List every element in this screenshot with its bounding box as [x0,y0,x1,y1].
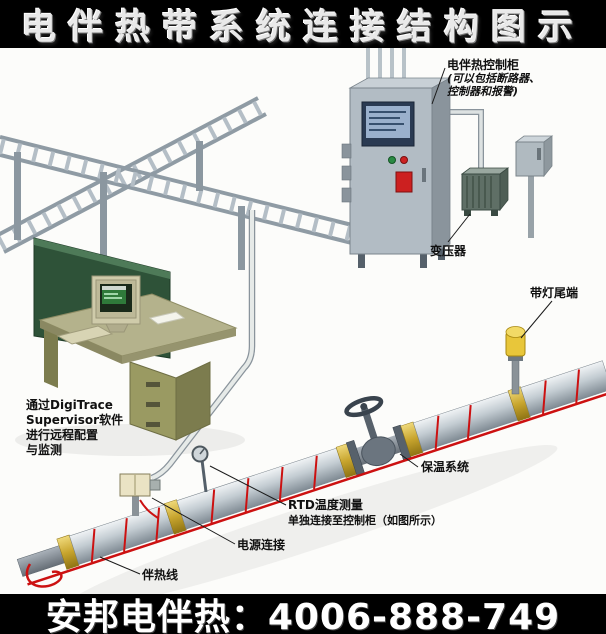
heat-trace-cable [27,369,606,586]
label-end-light: 带灯尾端 [530,286,579,300]
rtd-sensor [191,445,209,493]
insulated-pipe [16,360,606,586]
label-rtd: RTD温度测量 [288,498,363,512]
label-heat-trace-cable: 伴热线 [142,568,179,582]
control-cabinet [341,77,452,268]
label-software-line2: Supervisor软件 [26,413,124,427]
keyboard [56,325,114,345]
label-software-line4: 与监测 [26,443,63,457]
label-control-cabinet-note2: 控制器和报警) [447,85,519,98]
heat-trace-system-diagram [0,48,606,594]
label-power-connection: 电源连接 [237,538,286,552]
pipe-shadow [62,444,558,594]
diagram-area: 电伴热控制柜 (可以包括断路器、 控制器和报警) 变压器 带灯尾端 保温系统 R… [0,48,606,594]
globe-valve [344,395,412,476]
label-transformer: 变压器 [430,244,467,258]
valve-handwheel [344,395,384,418]
label-software-line3: 进行远程配置 [26,428,99,442]
label-rtd-note: 单独连接至控制柜（如图所示） [288,514,442,527]
cabinet-louver [341,143,352,159]
callout-lines [99,67,553,575]
indicator-light-green [388,156,396,164]
label-software: 通过DigiTrace Supervisor软件 进行远程配置 与监测 [26,398,123,458]
indicator-light-red [400,156,408,164]
label-control-cabinet-title: 电伴热控制柜 [447,58,520,72]
label-insulation: 保温系统 [421,460,470,474]
footer-contact: 安邦电伴热：4006-888-749 [45,597,561,634]
computer-monitor [91,275,141,333]
desk-left-leg [44,328,58,388]
cladding-segment [413,391,519,452]
workstation [33,237,238,441]
cable-tray-lower [0,135,354,245]
label-software-line1: 通过DigiTrace [26,398,113,412]
transformer [460,167,510,216]
cabinet-louver [341,187,352,203]
label-control-cabinet-note1: (可以包括断路器、 [447,72,541,85]
conduit-drop-to-junction [150,210,256,482]
page-title: 电伴热带系统连接结构图示 [20,7,585,48]
lighted-end-seal [505,326,526,395]
footer-banner: 安邦电伴热：4006-888-749 [0,594,606,634]
label-control-cabinet: 电伴热控制柜 (可以包括断路器、 控制器和报警) [447,58,540,98]
power-junction-box [119,473,161,519]
cabinet-louver [341,165,352,181]
tray-supports [14,141,245,270]
disconnect-switch [514,135,554,238]
cabinet-red-button [395,171,413,193]
paper-sheet [148,311,186,325]
cabinet-handle [422,168,426,182]
title-banner: 电伴热带系统连接结构图示 [0,0,606,48]
heat-trace-tail [25,563,63,588]
